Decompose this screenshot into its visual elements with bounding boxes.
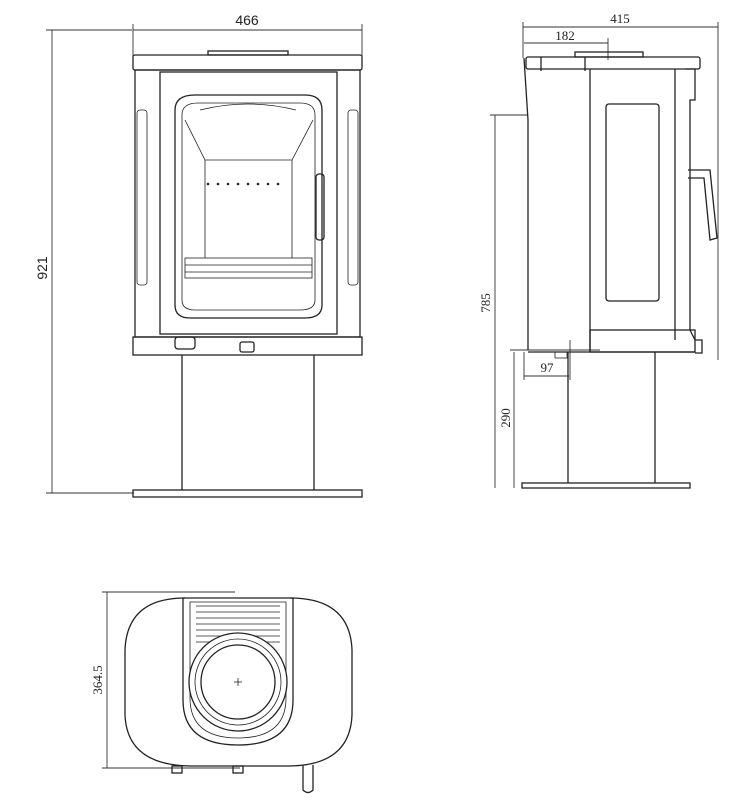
front-view: 466 921 <box>34 12 363 498</box>
air-holes <box>206 182 280 186</box>
height-label: 921 <box>34 256 50 280</box>
dimension-column-height: 290 <box>498 349 600 488</box>
dimension-top-depth: 364.5 <box>90 591 240 769</box>
top-view: 364.5 <box>90 591 353 794</box>
side-window <box>605 103 660 302</box>
width-label: 466 <box>235 12 259 28</box>
dimension-height: 921 <box>34 29 134 494</box>
side-handle <box>688 169 718 241</box>
top-depth-label: 364.5 <box>90 665 105 694</box>
depth-label: 415 <box>610 11 630 26</box>
dimension-flue-height: 785 <box>478 114 528 488</box>
dimension-width: 466 <box>132 12 363 56</box>
column-height-label: 290 <box>498 408 513 428</box>
dimension-flue-offset: 182 <box>524 28 609 60</box>
door-handle <box>315 173 325 241</box>
side-view: 415 182 785 290 97 <box>478 11 719 489</box>
dimension-column-offset: 97 <box>523 340 571 380</box>
column-offset-label: 97 <box>541 360 555 375</box>
flue-offset-label: 182 <box>555 28 575 43</box>
dimension-depth: 415 <box>522 11 719 360</box>
flue-height-label: 785 <box>478 293 493 313</box>
